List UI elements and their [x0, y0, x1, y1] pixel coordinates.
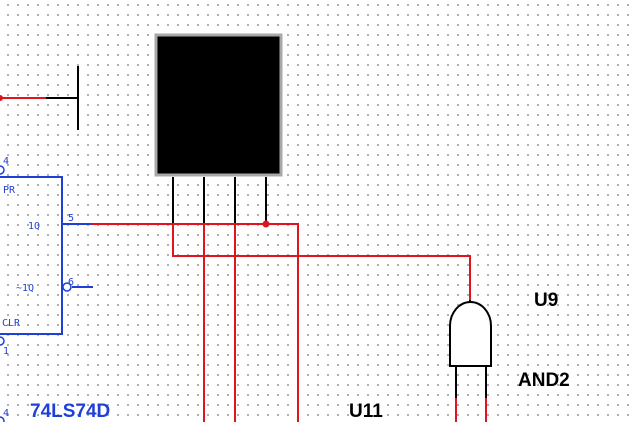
and-gate-u9[interactable]: U9 AND2 — [449, 290, 570, 422]
pin-bottom-number: 4 — [3, 408, 9, 419]
pin-clr-number: 1 — [3, 346, 9, 357]
inversion-bubble — [62, 282, 72, 292]
flipflop-part-label: 74LS74D — [30, 401, 110, 422]
display-refdes: U11 — [349, 401, 383, 422]
junction-dot — [262, 220, 270, 228]
wire-and-input-net[interactable] — [172, 224, 471, 300]
probe-terminal[interactable] — [0, 66, 79, 130]
pin-pr-number: 4 — [3, 156, 9, 167]
flipflop-body[interactable] — [0, 176, 63, 335]
pin-q-number: 5 — [68, 213, 74, 224]
signal-wires[interactable] — [91, 220, 471, 422]
pin-clr-label: CLR — [2, 318, 21, 329]
junction-dot — [0, 95, 3, 101]
wire-q-net[interactable] — [91, 223, 299, 422]
pin-nq-label: ~1Q — [16, 283, 34, 294]
pin-q-label: 1Q — [28, 221, 40, 232]
pr-bubble — [0, 165, 5, 175]
and-gate-refdes: U9 — [534, 290, 558, 311]
clr-bubble — [0, 336, 5, 346]
pin-nq-number: 6 — [68, 277, 74, 288]
display-body[interactable] — [154, 33, 283, 177]
and-gate-body[interactable] — [449, 301, 492, 367]
flipflop-74ls74[interactable]: 4 PR 1Q 5 ~1Q 6 CLR 1 4 74LS74D — [0, 156, 110, 422]
pin-bottom-bubble — [0, 416, 5, 422]
pin-pr-label: PR — [3, 185, 16, 196]
and-gate-part-label: AND2 — [518, 370, 570, 391]
display-module[interactable] — [154, 33, 283, 224]
